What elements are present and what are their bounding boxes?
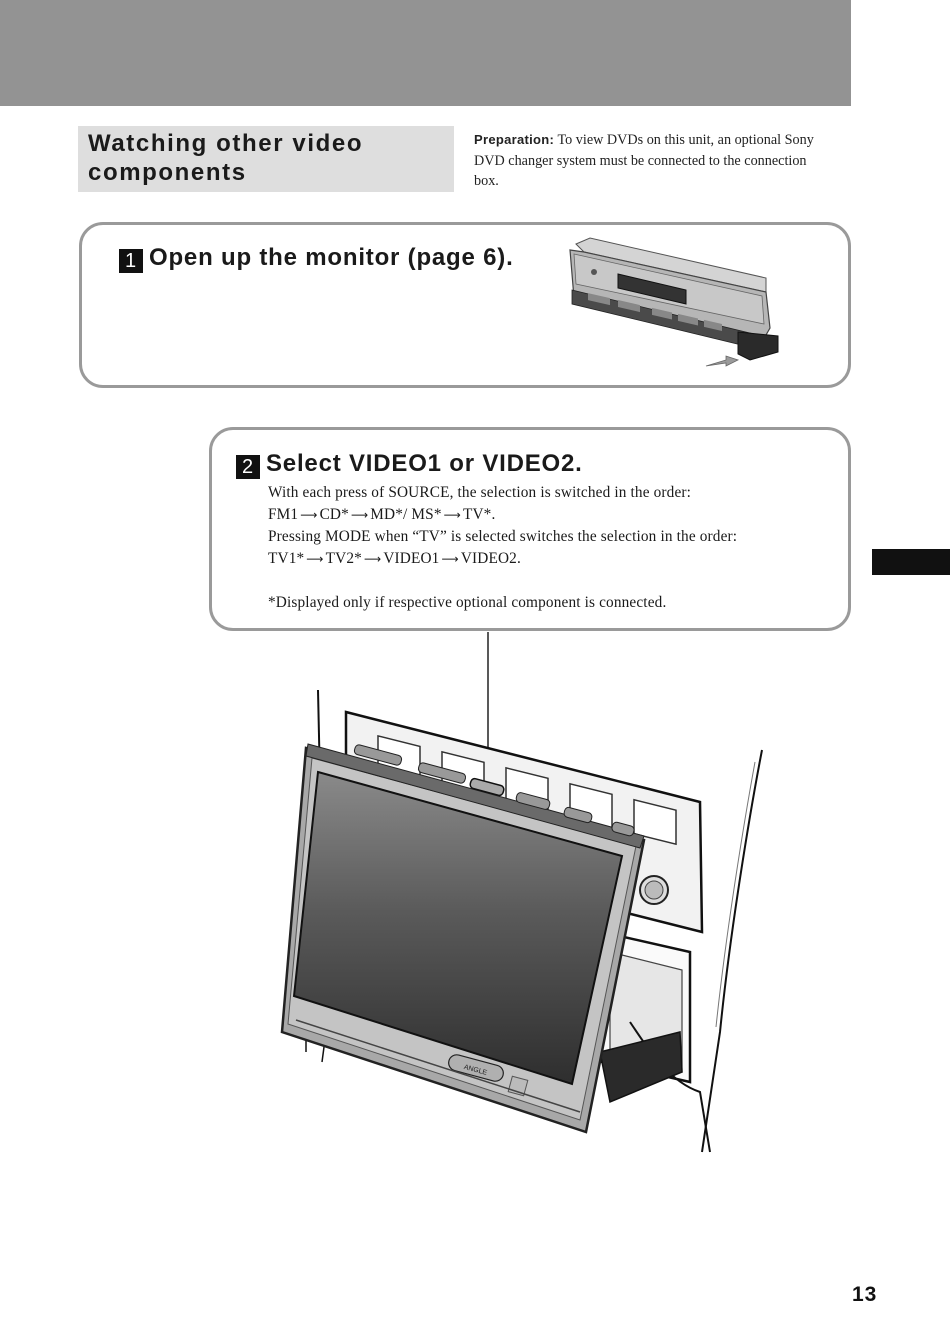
step-2-heading-text: Select VIDEO1 or VIDEO2. xyxy=(266,450,583,477)
page-number: 13 xyxy=(852,1283,878,1306)
section-tab-marker xyxy=(872,549,950,575)
front-panel-illustration xyxy=(569,237,779,367)
mode-order-item: TV2* xyxy=(325,550,362,567)
monitor-illustration: ANGLE xyxy=(280,632,763,1153)
section-title-box: Watching other video components xyxy=(78,126,454,192)
right-arrow-icon: ⟶ xyxy=(443,508,461,522)
source-order-item: MD*/ MS* xyxy=(370,506,442,523)
section-title-line2: components xyxy=(88,159,247,186)
header-band xyxy=(0,0,851,106)
source-order-item: TV*. xyxy=(462,506,496,523)
source-order-item: CD* xyxy=(319,506,349,523)
footnote: *Displayed only if respective optional c… xyxy=(268,594,667,611)
section-title-line1: Watching other video xyxy=(88,130,364,157)
step-2-number: 2 xyxy=(236,455,260,479)
right-arrow-icon: ⟶ xyxy=(300,508,318,522)
step-1-heading-text: Open up the monitor (page 6). xyxy=(149,244,514,271)
right-arrow-icon: ⟶ xyxy=(363,552,382,566)
source-order-sequence: FM1⟶CD*⟶MD*/ MS*⟶TV*. xyxy=(268,504,838,526)
preparation-label: Preparation: xyxy=(474,132,555,147)
right-arrow-icon: ⟶ xyxy=(306,552,324,566)
mode-order-item: TV1* xyxy=(268,550,305,567)
right-arrow-icon: ⟶ xyxy=(350,508,369,522)
preparation-text: To view DVDs on this unit, an optional S… xyxy=(474,132,814,189)
preparation-note: Preparation: To view DVDs on this unit, … xyxy=(474,130,834,192)
step-2-line-3: Pressing MODE when “TV” is selected swit… xyxy=(268,528,738,545)
step-2-body: With each press of SOURCE, the selection… xyxy=(268,482,838,614)
step-1-number: 1 xyxy=(119,249,143,273)
mode-order-sequence: TV1*⟶TV2*⟶VIDEO1⟶VIDEO2. xyxy=(268,548,838,570)
mode-order-item: VIDEO1 xyxy=(383,550,440,567)
source-order-item: FM1 xyxy=(268,506,299,523)
step-2-line-1: With each press of SOURCE, the selection… xyxy=(268,484,692,501)
angle-button-illustration: ANGLE xyxy=(448,1054,504,1082)
mode-order-item: VIDEO2. xyxy=(460,550,521,567)
right-arrow-icon: ⟶ xyxy=(441,552,459,566)
